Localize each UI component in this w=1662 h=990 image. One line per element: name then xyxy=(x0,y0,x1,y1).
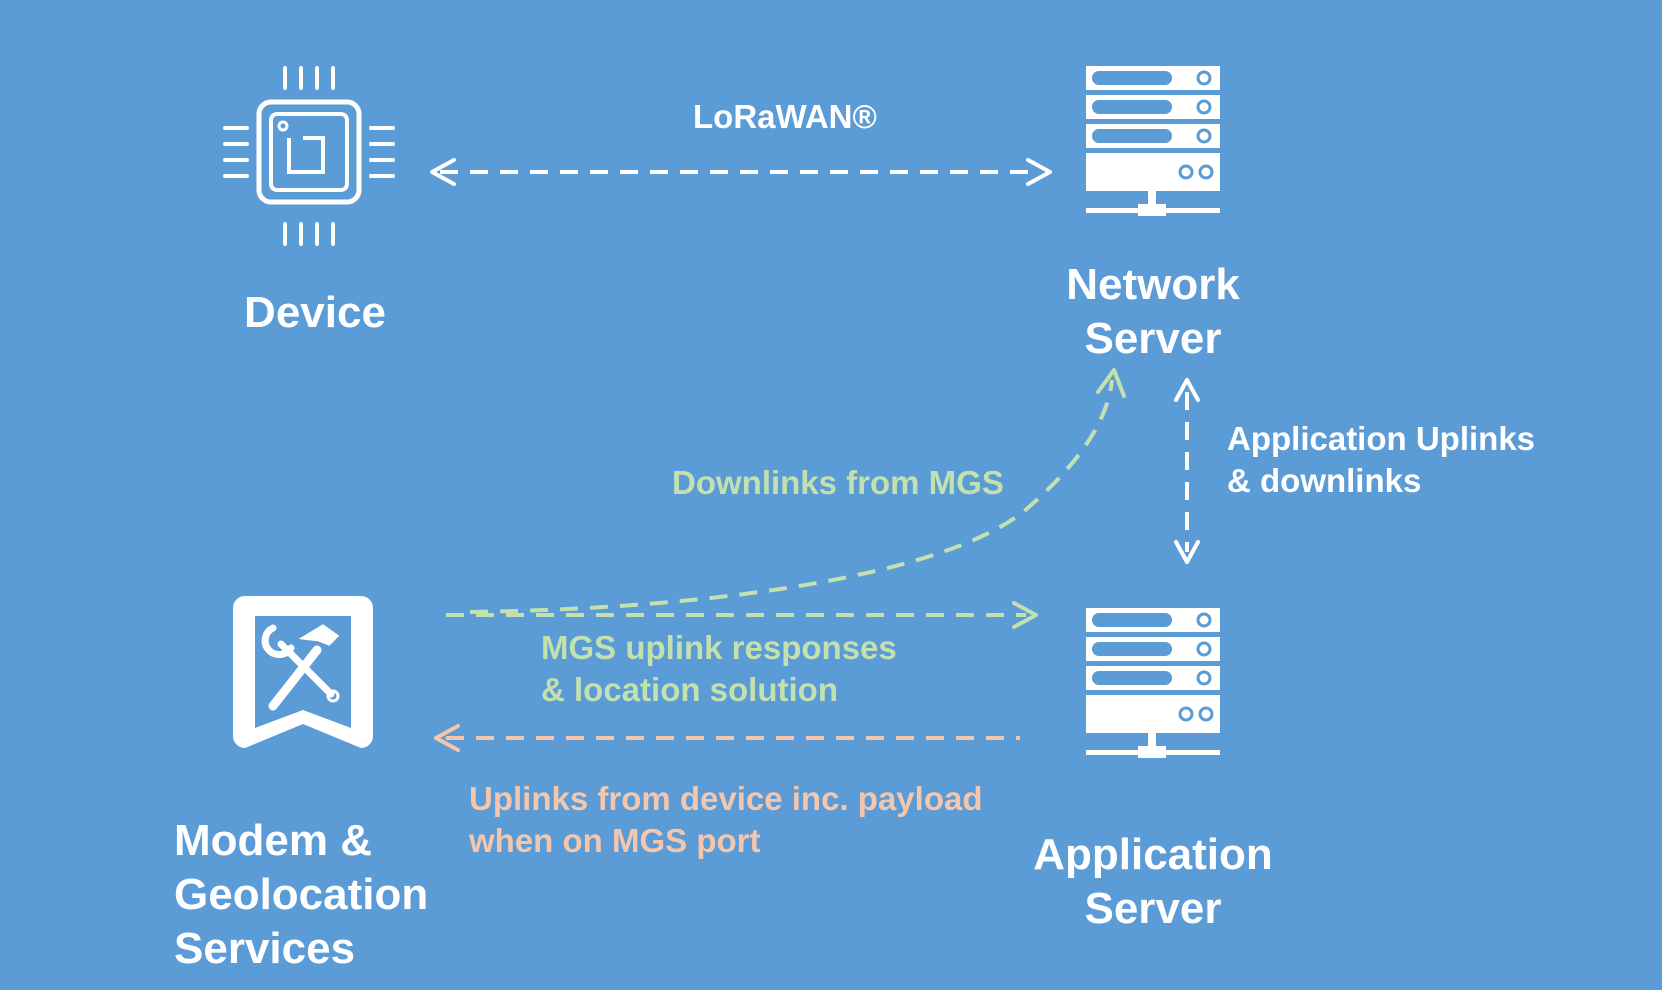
mgs-label: Modem & Geolocation Services xyxy=(174,816,429,973)
edge-lorawan xyxy=(430,158,1052,186)
edge-mgs-uplink-responses xyxy=(446,601,1038,629)
application-server-icon xyxy=(1084,606,1222,760)
tools-badge-icon xyxy=(233,596,373,748)
device-label: Device xyxy=(244,288,386,337)
downlinks-from-mgs-label: Downlinks from MGS xyxy=(672,464,1004,501)
edge-app-uplinks-downlinks xyxy=(1174,378,1200,564)
edge-downlinks-from-mgs xyxy=(469,368,1126,614)
lorawan-label: LoRaWAN® xyxy=(693,98,877,135)
app-uplinks-downlinks-label: Application Uplinks & downlinks xyxy=(1227,420,1536,499)
chip-icon xyxy=(223,66,395,246)
application-server-label: Application Server xyxy=(1033,830,1273,933)
mgs-uplink-responses-label: MGS uplink responses & location solution xyxy=(541,629,897,708)
edge-uplinks-from-device xyxy=(434,724,1020,752)
network-server-icon xyxy=(1084,64,1222,218)
network-server-label: Network Server xyxy=(1066,260,1240,363)
uplinks-from-device-label: Uplinks from device inc. payload when on… xyxy=(469,780,983,859)
